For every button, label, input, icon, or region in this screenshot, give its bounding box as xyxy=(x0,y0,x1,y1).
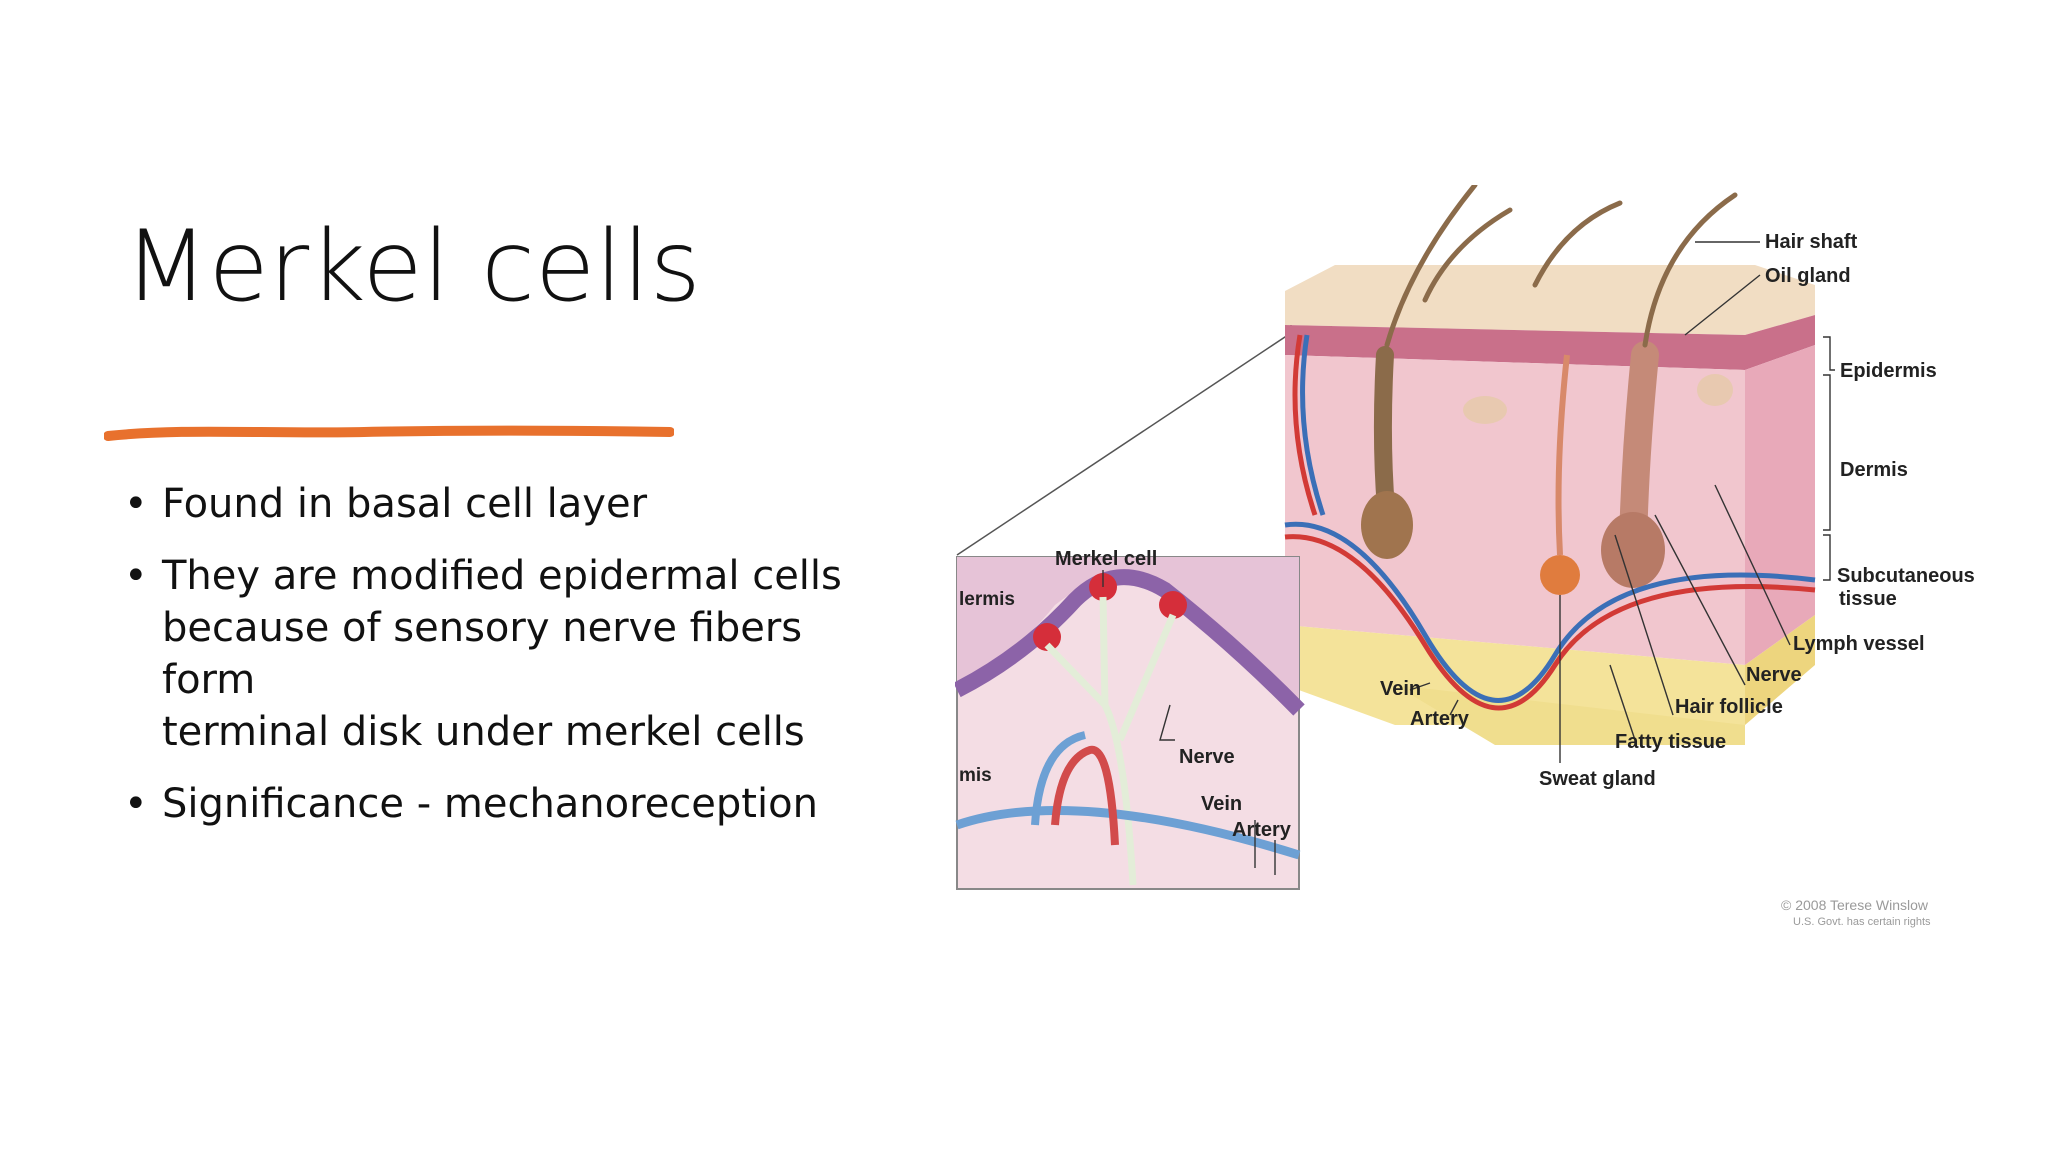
inset-label-dermis: mis xyxy=(959,765,992,786)
bullet-text: Significance - mechanoreception xyxy=(162,781,818,827)
inset-label-vein: Vein xyxy=(1201,793,1242,815)
skin-diagram: Hair shaft Oil gland Epidermis Dermis Su… xyxy=(955,185,1975,928)
label-epidermis: Epidermis xyxy=(1840,360,1937,382)
inset-diagram xyxy=(955,556,1305,890)
bullet-dot: • xyxy=(124,553,148,599)
label-dermis: Dermis xyxy=(1840,459,1908,481)
inset-label-merkel-cell: Merkel cell xyxy=(1055,548,1157,570)
bullet-dot: • xyxy=(124,481,148,527)
label-subcutaneous: Subcutaneous xyxy=(1837,565,1975,587)
inset-label-epidermis: lermis xyxy=(959,589,1015,610)
label-vein: Vein xyxy=(1380,678,1421,700)
label-artery: Artery xyxy=(1410,708,1470,730)
label-sweat-gland: Sweat gland xyxy=(1539,768,1656,790)
hair-shafts xyxy=(1384,185,1738,348)
bullet-item: • They are modified epidermal cells beca… xyxy=(124,550,904,758)
bullet-text-line: because of sensory nerve fibers form xyxy=(162,605,803,703)
label-tissue: tissue xyxy=(1839,588,1897,610)
slide-title: Merkel cells xyxy=(124,210,701,324)
copyright-line1: © 2008 Terese Winslow xyxy=(1781,897,1929,913)
bullet-item: • Significance - mechanoreception xyxy=(124,778,904,830)
copyright: © 2008 Terese Winslow U.S. Govt. has cer… xyxy=(1781,897,1931,928)
label-lymph-vessel: Lymph vessel xyxy=(1793,633,1925,655)
leader-lines xyxy=(1102,241,1835,875)
bullet-text: Found in basal cell layer xyxy=(162,481,648,527)
title-underline xyxy=(104,425,674,441)
zoom-line xyxy=(956,328,1298,556)
inset-label-artery: Artery xyxy=(1232,819,1292,841)
inset-label-nerve: Nerve xyxy=(1179,746,1235,768)
bullet-text-line: terminal disk under merkel cells xyxy=(162,709,805,755)
bullet-dot: • xyxy=(124,781,148,827)
label-hair-shaft: Hair shaft xyxy=(1765,231,1858,253)
blood-vessels xyxy=(1284,334,1816,711)
copyright-line2: U.S. Govt. has certain rights xyxy=(1793,916,1931,928)
label-fatty-tissue: Fatty tissue xyxy=(1615,731,1726,753)
hair-follicles xyxy=(1361,341,1733,595)
bullet-item: • Found in basal cell layer xyxy=(124,478,904,530)
label-hair-follicle: Hair follicle xyxy=(1675,696,1783,718)
bullet-list: • Found in basal cell layer • They are m… xyxy=(124,478,904,850)
label-nerve: Nerve xyxy=(1746,664,1802,686)
bullet-text-line: They are modified epidermal cells xyxy=(162,553,842,599)
label-oil-gland: Oil gland xyxy=(1765,265,1851,287)
